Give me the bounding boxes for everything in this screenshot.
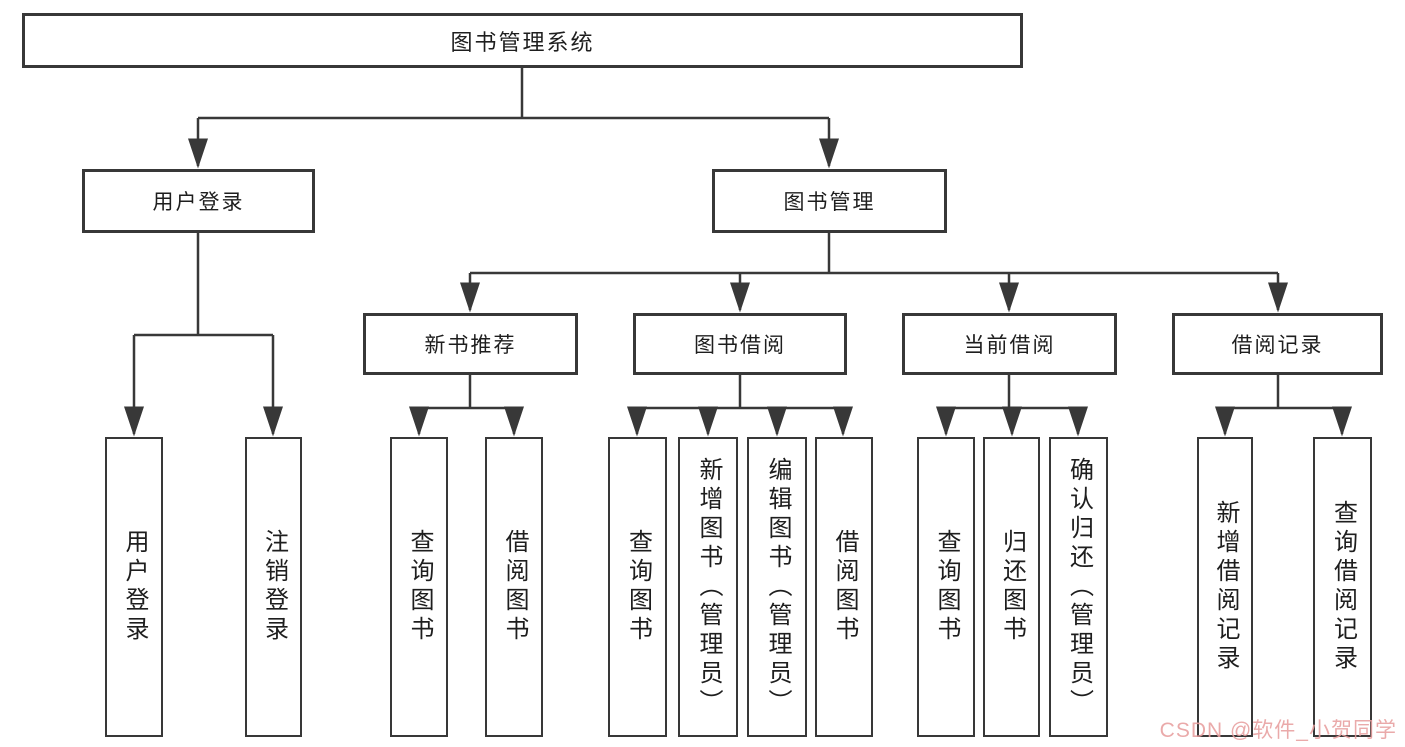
leaf-query-borrow-record: 查询借阅记录 (1313, 437, 1372, 737)
leaf-return-books: 归还图书 (983, 437, 1040, 737)
leaf-edit-books-admin-label: 编辑图书（管理员） (764, 456, 791, 718)
leaf-borrow-books-recommend-label: 借阅图书 (501, 529, 528, 645)
leaf-add-borrow-record: 新增借阅记录 (1197, 437, 1253, 737)
leaf-add-books-admin-label: 新增图书（管理员） (695, 456, 722, 718)
leaf-query-books-recommend-label: 查询图书 (406, 529, 433, 645)
node-current-borrow: 当前借阅 (902, 313, 1117, 375)
leaf-borrow-books: 借阅图书 (815, 437, 873, 737)
node-borrow-records: 借阅记录 (1172, 313, 1383, 375)
leaf-query-books-borrow-label: 查询图书 (624, 529, 652, 645)
leaf-add-books-admin: 新增图书（管理员） (678, 437, 738, 737)
leaf-logout: 注销登录 (245, 437, 302, 737)
leaf-add-borrow-record-label: 新增借阅记录 (1212, 500, 1239, 674)
leaf-confirm-return-admin: 确认归还（管理员） (1049, 437, 1108, 737)
leaf-logout-label: 注销登录 (260, 529, 288, 645)
node-new-book-recommend: 新书推荐 (363, 313, 578, 375)
leaf-borrow-books-recommend: 借阅图书 (485, 437, 543, 737)
leaf-query-books-recommend: 查询图书 (390, 437, 448, 737)
leaf-query-books-current-label: 查询图书 (933, 529, 960, 645)
node-user-login: 用户登录 (82, 169, 315, 233)
leaf-borrow-books-label: 借阅图书 (831, 529, 858, 645)
leaf-query-borrow-record-label: 查询借阅记录 (1329, 500, 1357, 674)
leaf-user-login: 用户登录 (105, 437, 163, 737)
leaf-edit-books-admin: 编辑图书（管理员） (747, 437, 807, 737)
node-library-system: 图书管理系统 (22, 13, 1023, 68)
leaf-user-login-label: 用户登录 (121, 529, 148, 645)
leaf-query-books-borrow: 查询图书 (608, 437, 667, 737)
leaf-confirm-return-admin-label: 确认归还（管理员） (1065, 456, 1093, 718)
node-book-borrow: 图书借阅 (633, 313, 847, 375)
leaf-query-books-current: 查询图书 (917, 437, 975, 737)
leaf-return-books-label: 归还图书 (998, 529, 1026, 645)
node-book-management: 图书管理 (712, 169, 947, 233)
